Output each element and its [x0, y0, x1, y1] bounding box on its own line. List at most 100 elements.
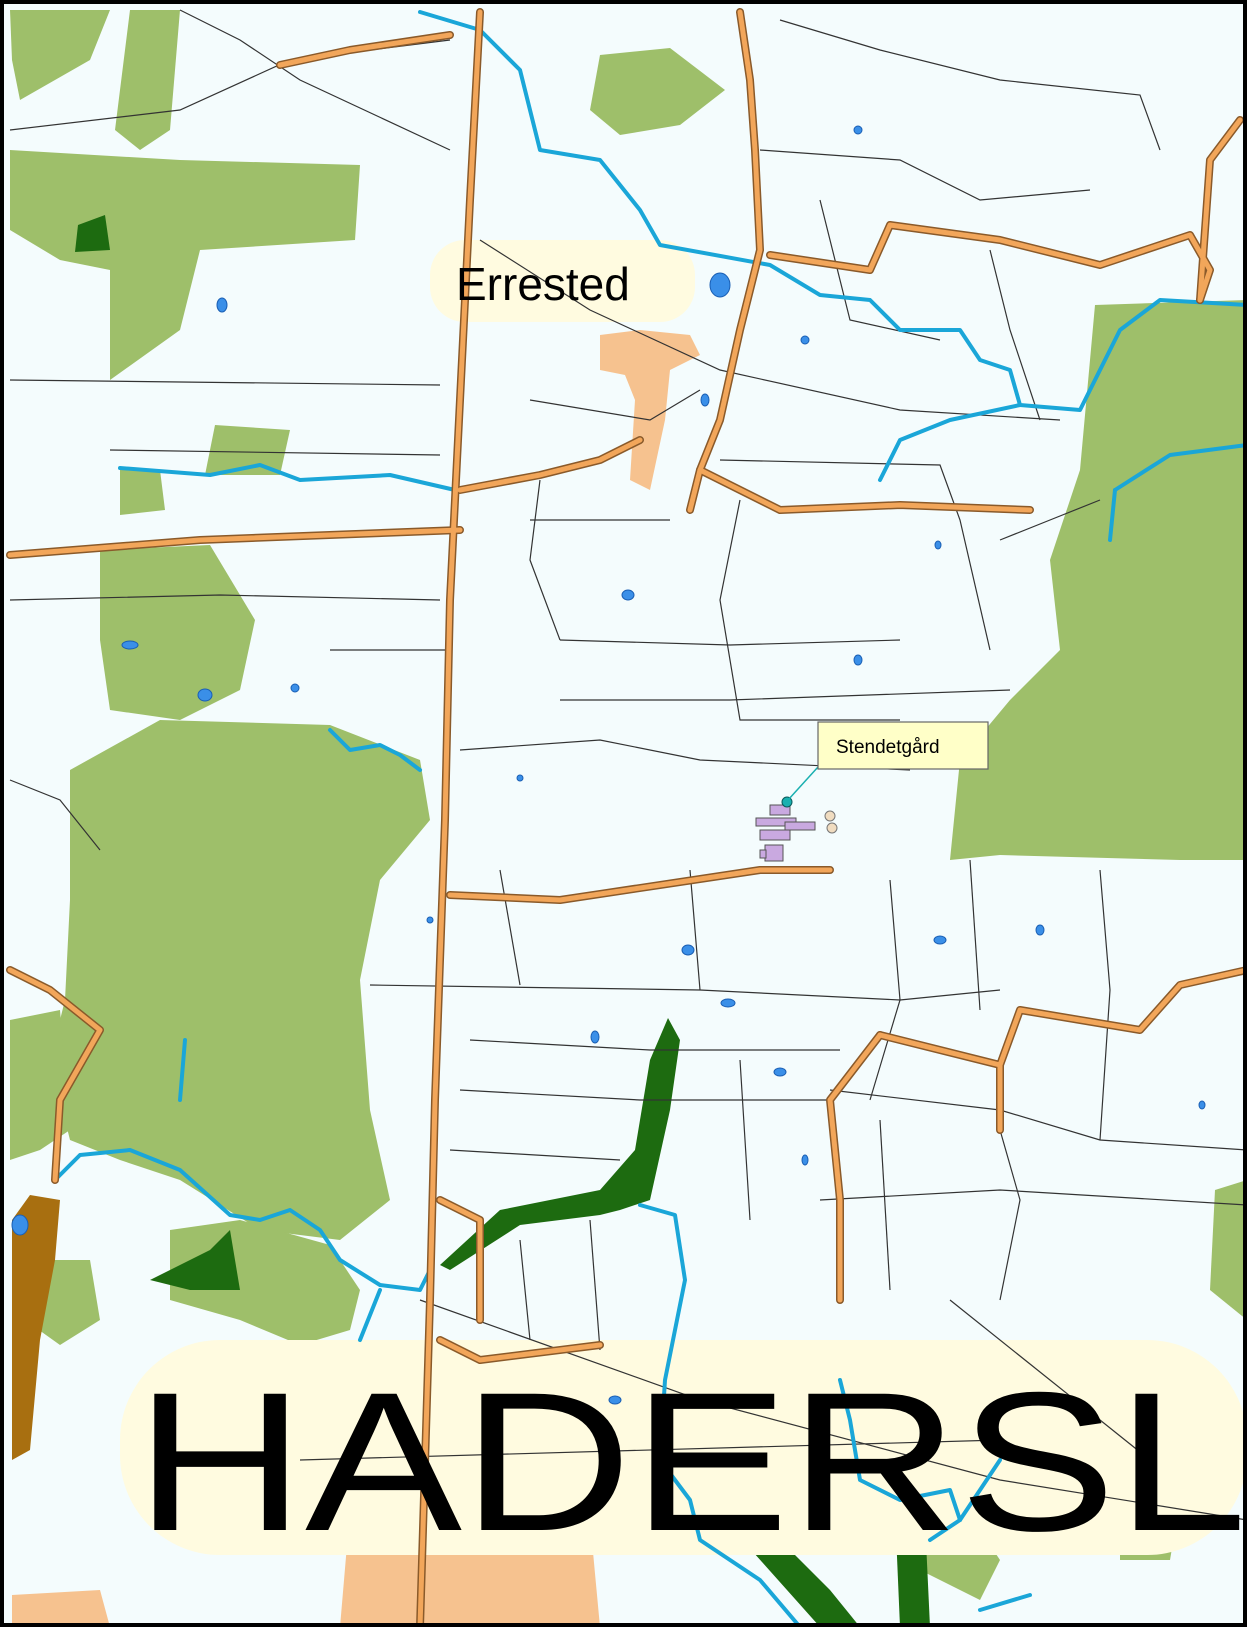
road[interactable]: [437, 1197, 483, 1323]
field-boundary: [869, 879, 901, 1101]
urban-area: [600, 330, 700, 490]
stream: [178, 1038, 187, 1102]
stream: [978, 1593, 1032, 1612]
field-boundary: [689, 869, 701, 991]
stream: [358, 1288, 382, 1342]
field-boundary: [9, 779, 101, 851]
wetland-area: [12, 1195, 60, 1460]
road[interactable]: [767, 222, 1213, 303]
pond: [197, 688, 213, 702]
roads: [7, 9, 1247, 1627]
dense-forest-strip: [440, 1018, 680, 1270]
road[interactable]: [687, 9, 763, 513]
field-boundary: [109, 449, 441, 456]
field-boundary: [949, 1299, 1151, 1461]
field-boundary: [999, 499, 1101, 541]
building: [764, 844, 784, 862]
pond: [426, 916, 434, 924]
streams: [53, 10, 1247, 1627]
field-boundary: [560, 689, 1011, 701]
forest-area: [120, 470, 165, 515]
forest-area: [50, 720, 430, 1240]
road[interactable]: [277, 32, 453, 68]
forest-area: [205, 425, 290, 475]
field-boundary: [999, 1129, 1021, 1301]
field-boundary: [829, 1089, 1247, 1151]
field-boundary: [479, 239, 1061, 421]
pond: [933, 935, 947, 945]
farm-label-stendetgard[interactable]: Stendetgård: [836, 737, 940, 758]
forest-area: [590, 48, 725, 135]
pond: [773, 1067, 787, 1077]
forest-area: [1210, 1180, 1247, 1320]
road[interactable]: [7, 967, 103, 1183]
field-boundary: [9, 379, 441, 386]
stream: [328, 728, 422, 772]
forest-area: [950, 300, 1247, 860]
pond: [681, 944, 695, 956]
field-boundary: [759, 149, 1091, 201]
building: [759, 829, 791, 841]
pond: [700, 393, 710, 407]
main-road[interactable]: [417, 9, 483, 1627]
forest-area: [115, 10, 180, 150]
road[interactable]: [437, 1337, 603, 1363]
pond: [1198, 1100, 1206, 1110]
field-boundary: [719, 459, 991, 651]
field-boundary: [529, 479, 561, 641]
pond: [290, 683, 300, 693]
pond: [11, 1214, 29, 1236]
road[interactable]: [877, 967, 1247, 1068]
building: [784, 821, 816, 831]
forest-area: [10, 150, 360, 380]
building: [769, 804, 791, 816]
field-boundary: [819, 1189, 1247, 1206]
town-label-haderslev[interactable]: HADERSL: [135, 1351, 1247, 1572]
label-halos: [120, 240, 1247, 1555]
pond: [121, 640, 139, 650]
farm-location-marker[interactable]: [781, 796, 793, 808]
pond: [621, 589, 635, 601]
stream: [418, 10, 1247, 412]
urban-area: [12, 1590, 110, 1627]
road[interactable]: [827, 1032, 883, 1303]
pond: [709, 272, 731, 298]
silo-icon: [826, 822, 838, 834]
stream: [1108, 488, 1117, 542]
village-label-halo: [430, 240, 695, 322]
ponds: [11, 125, 1206, 1405]
stream: [928, 1458, 1002, 1542]
village-label-errested[interactable]: Errested: [456, 258, 630, 310]
field-boundary: [779, 19, 1161, 151]
field-boundary: [989, 249, 1041, 421]
stream: [53, 1148, 432, 1292]
field-boundary: [459, 1089, 830, 1101]
field-boundary: [519, 1239, 531, 1341]
field-boundary: [369, 984, 1001, 1001]
field-boundary: [499, 869, 521, 986]
pond: [516, 774, 524, 782]
field-boundary: [529, 389, 701, 421]
field-boundary: [299, 1439, 1001, 1461]
road[interactable]: [1197, 117, 1243, 303]
silo-icon: [824, 810, 836, 822]
pond: [1035, 924, 1045, 936]
forest-area: [100, 545, 255, 720]
road[interactable]: [697, 467, 1033, 513]
building: [759, 849, 767, 859]
pond: [934, 540, 942, 550]
stream: [118, 463, 457, 492]
dense-forest-strip: [75, 215, 110, 252]
road[interactable]: [7, 527, 463, 558]
stream: [1113, 443, 1247, 492]
field-boundary: [589, 1219, 601, 1351]
farm-label-box: [817, 721, 989, 770]
farm-label-leader: [787, 766, 819, 801]
stream: [638, 1203, 802, 1627]
road[interactable]: [457, 437, 643, 493]
field-boundary: [9, 594, 441, 601]
road[interactable]: [447, 867, 833, 903]
